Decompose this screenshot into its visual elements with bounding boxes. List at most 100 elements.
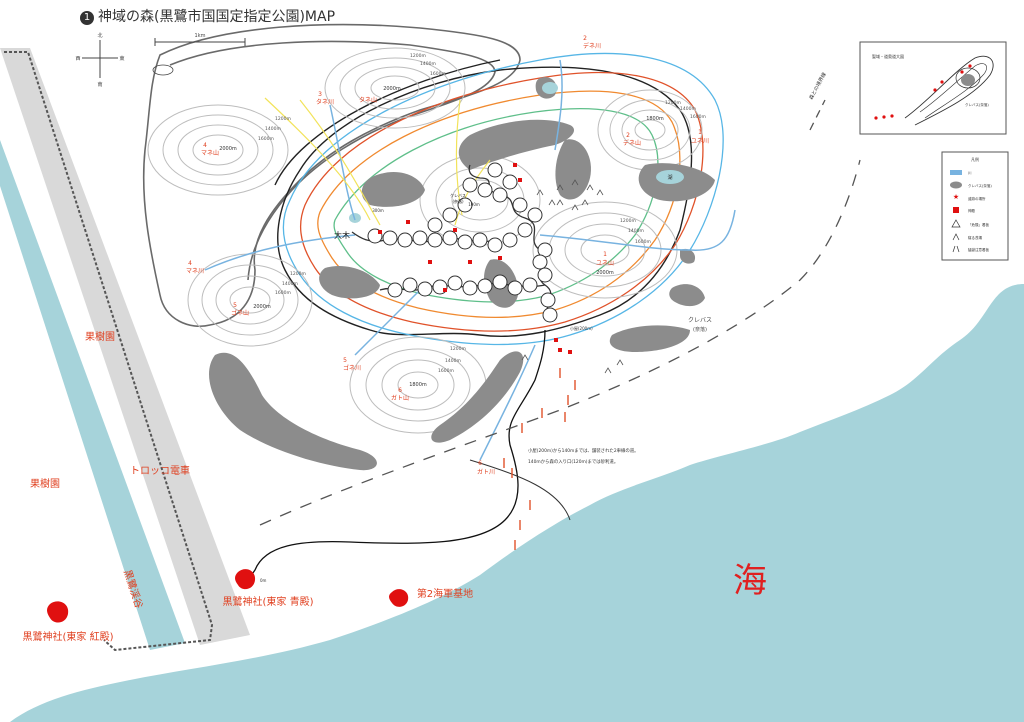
river-6-id: 6: [478, 460, 482, 467]
switchback-node: [447, 275, 463, 291]
switchback-node: [487, 162, 503, 178]
title-text: 神域の森(黒鷺市国国定指定公園)MAP: [98, 9, 336, 25]
river-2-id: 2: [583, 35, 587, 42]
switchback-node: [522, 277, 538, 293]
contour-label: 1400m: [628, 228, 644, 234]
crevasse-center-label: クレバス: [450, 192, 466, 198]
switchback-node: [382, 230, 398, 246]
scale-label: 1km: [195, 33, 206, 39]
forest-boundary-line: [259, 159, 861, 526]
crevasse-small-1: [680, 248, 696, 264]
crevasse-label: クレバス: [688, 317, 712, 324]
compass: [82, 40, 118, 78]
contour-outer: [142, 23, 521, 327]
switchback-node: [427, 217, 443, 233]
contour-label: 1600m: [635, 239, 651, 245]
mountain-6-id: 6: [398, 387, 402, 394]
valley-band: [0, 48, 250, 645]
mountain-labels: 1 ユネ山 2 デネ山 タネ山 4 マネ山 5 ゴネ山 6 ガト山: [201, 96, 641, 402]
lake-right: [656, 170, 684, 184]
switchback-node: [412, 230, 428, 246]
crevasse-sub-label: (奈落): [693, 326, 707, 333]
legend-item-river: 川: [968, 171, 972, 175]
mountain-5-id: 5: [233, 302, 237, 309]
river-5: [354, 289, 421, 356]
compass-north: 北: [97, 32, 102, 39]
tram-label: トロッコ電車: [130, 464, 190, 477]
contour-label: 1400m: [282, 281, 298, 287]
switchback-node: [540, 292, 556, 308]
legend-item-danger: 「危険」看板: [968, 222, 989, 227]
contour-label: 1200m: [450, 346, 466, 352]
switchback-node: [537, 267, 553, 283]
contour-label: 1400m: [265, 126, 281, 132]
crevasse-center-sub-label: (奈落): [452, 198, 464, 204]
contour-label: 1200m: [665, 100, 681, 106]
mountain-3-name: タネ山: [359, 96, 377, 104]
switchback-node: [477, 278, 493, 294]
mountain-2-name: デネ山: [623, 139, 641, 147]
legend-beast-icon: [952, 245, 960, 253]
red-marker: [378, 230, 382, 234]
river-3-name: タネ川: [316, 98, 334, 106]
legend-item-crevasse: クレバス(奈落): [968, 183, 992, 188]
tram-track: [4, 51, 214, 652]
peak-labels: 2000m 1800m 2000m 2000m 2000m 1800m: [219, 86, 664, 388]
red-marker: [428, 260, 432, 264]
switchback-node: [492, 274, 508, 290]
second-route: [469, 459, 571, 521]
sea: [10, 284, 1024, 722]
mountain-5-peak: 2000m: [253, 304, 271, 310]
lakes: [349, 82, 684, 223]
forest-boundary-line-2: [809, 99, 826, 131]
inset-map: 聖域・道奥道大図 クレバス(奈落): [859, 41, 1007, 135]
navy-base-label: 第2海軍基地: [417, 587, 473, 600]
tree-marker: [556, 184, 564, 191]
lake-label: 湖: [667, 174, 672, 181]
river-2: [554, 59, 563, 151]
orchard-label-2: 果樹園: [30, 477, 60, 490]
shrines: [47, 569, 409, 623]
contour-label: 1600m: [438, 368, 454, 374]
crevasse-left-center: [361, 171, 425, 207]
river-3: [329, 104, 356, 221]
mountain-2-peak: 1800m: [646, 116, 664, 122]
lake-top: [542, 82, 558, 94]
contour-labels: 1200m1400m1600m1200m1400m1600m1200m1400m…: [258, 53, 706, 374]
orchard-label-1: 果樹園: [85, 330, 115, 343]
mountain-contours: [147, 47, 703, 434]
rivers: [204, 59, 736, 461]
red-marker: [468, 260, 472, 264]
tree-marker: [556, 199, 564, 206]
river-4-name: マネ川: [186, 268, 204, 275]
mountain-6-peak: 1800m: [409, 382, 427, 388]
tree-marker: [548, 199, 556, 206]
switchback-node: [402, 277, 418, 293]
switchback-node: [502, 174, 518, 190]
main-route: [244, 329, 546, 586]
hazard-ticks: [503, 368, 576, 550]
contour-label: 1600m: [258, 136, 274, 142]
tree-marker: [571, 179, 579, 186]
red-marker: [498, 256, 502, 260]
switchback-node: [472, 232, 488, 248]
contour-label: 1600m: [690, 114, 706, 120]
scale-bar: [154, 38, 246, 46]
contour-label: 1400m: [445, 358, 461, 364]
river-5-id: 5: [343, 357, 347, 364]
tree-marker: [581, 199, 589, 206]
mountain-1-id: 1: [603, 251, 607, 258]
switchback-node: [387, 282, 403, 298]
crevasse-upper: [458, 119, 575, 170]
legend-warning-icon: [951, 219, 961, 228]
switchback-node: [527, 207, 543, 223]
crevasse-bottom: [431, 351, 524, 443]
river-6-name: ガト川: [477, 468, 495, 476]
red-marker: [513, 163, 517, 167]
valley-river-band: [0, 140, 185, 650]
switchback-node: [417, 281, 433, 297]
route-note-2: 140mから森の入り口(120m)までは砂利道。: [528, 458, 618, 465]
river-4-id: 4: [188, 260, 192, 267]
